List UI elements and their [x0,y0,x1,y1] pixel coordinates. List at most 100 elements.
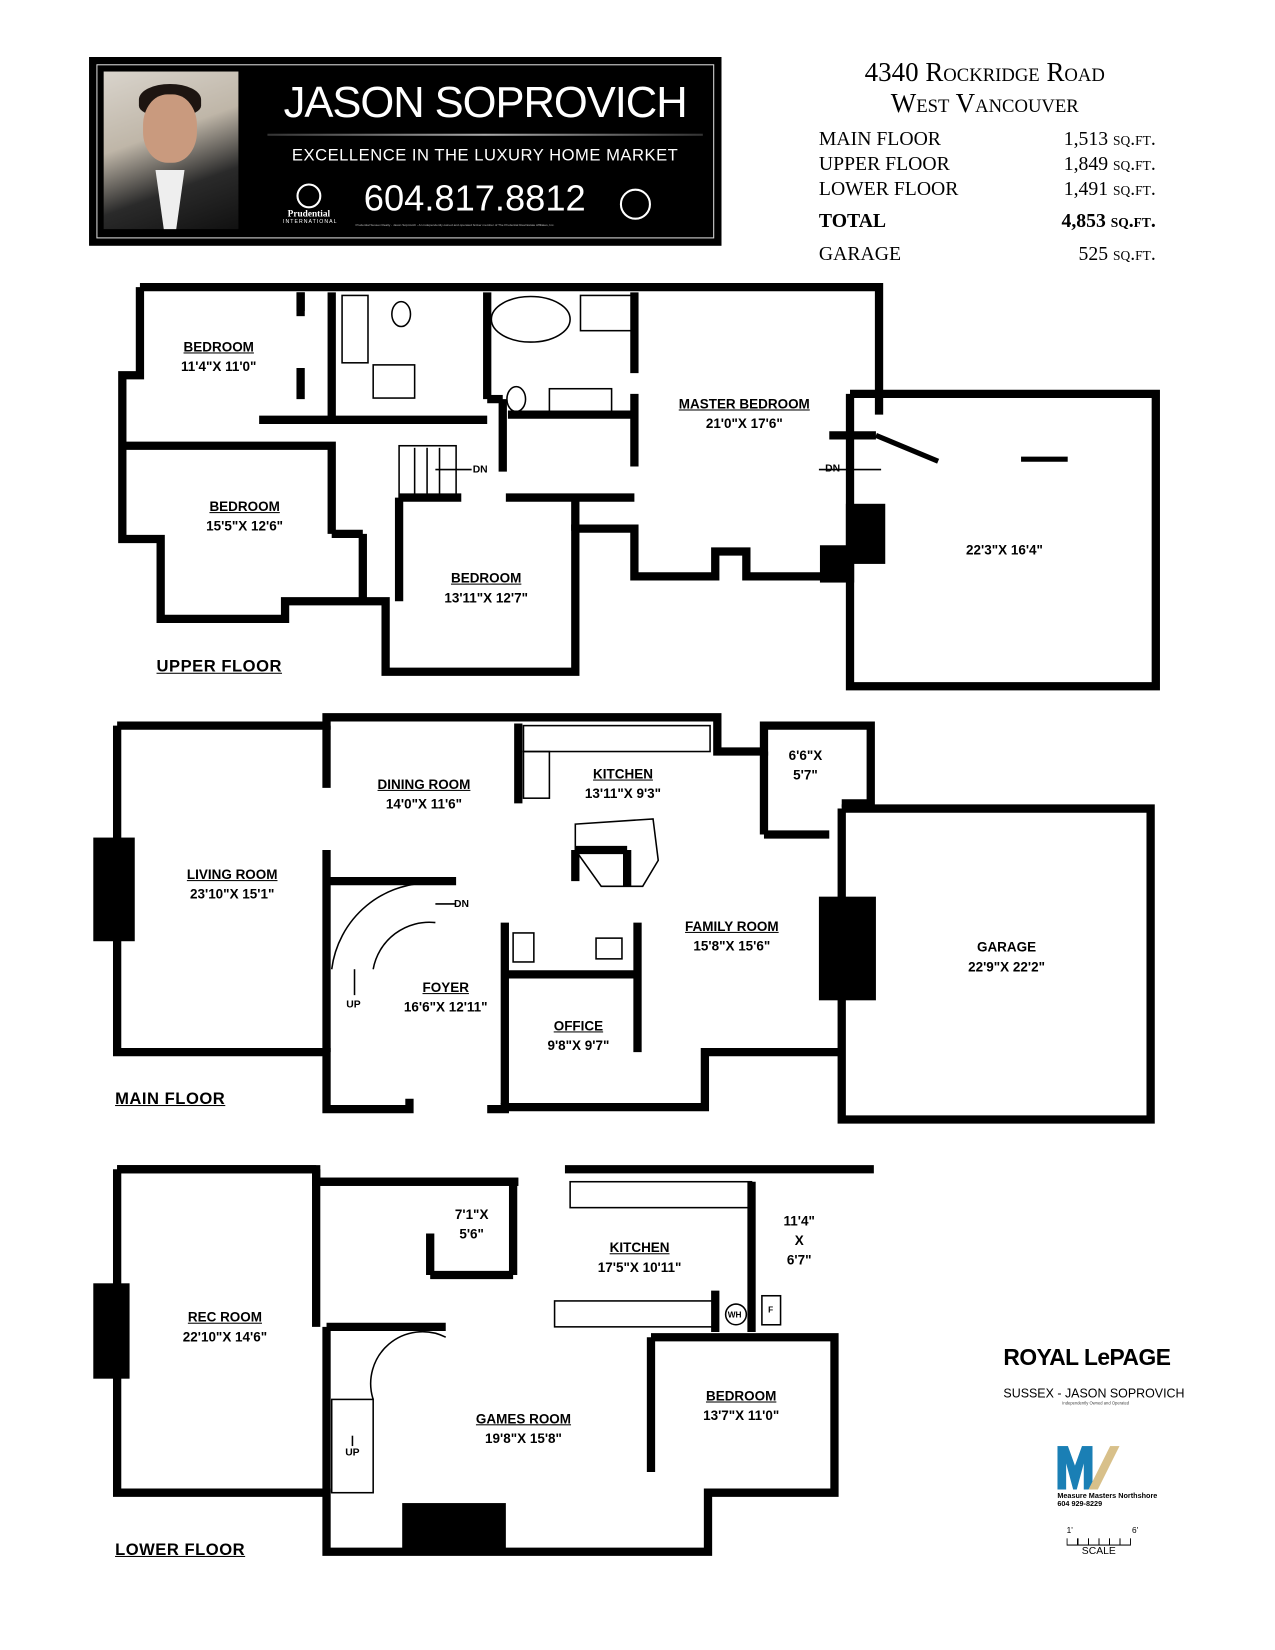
room-label: OFFICE 9'8"X 9'7" [547,1016,609,1055]
main-fixtures [330,724,711,996]
room-name: BEDROOM [705,1388,777,1404]
agent-name: JASON SOPROVICH [283,77,688,127]
agent-banner: JASON SOPROVICH EXCELLENCE IN THE LUXURY… [89,57,722,246]
room-label: 11'4" X 6'7" [784,1211,815,1270]
room-label: KITCHEN 13'11"X 9'3" [585,764,661,803]
room-dims: 13'7"X 11'0" [703,1407,780,1424]
brokerage-sub: INTERNATIONAL [282,218,338,225]
room-name: GARAGE [976,939,1037,955]
room-label: FAMILY ROOM 15'8"X 15'6" [685,916,779,955]
main-floor-walls [93,713,1155,1124]
room-dims: 16'6"X 12'11" [403,999,488,1015]
room-label: BEDROOM 13'7"X 11'0" [703,1386,779,1425]
room-label: MASTER BEDROOM 21'0"X 17'6" [679,394,810,433]
fine-print: Prudential Sussex Realty - Jason Soprovi… [355,222,555,228]
measure-masters-name: Measure Masters Northshore [1057,1492,1158,1500]
floor-title-lower: LOWER FLOOR [115,1541,246,1560]
stair-down-label: DN [454,898,470,911]
room-name: FAMILY ROOM [685,918,779,934]
room-name: MASTER BEDROOM [678,395,810,412]
stair-down-label: DN [825,463,841,475]
area-label: TOTAL [818,210,887,233]
stair-up-label: UP [345,1447,360,1459]
room-name: KITCHEN [609,1239,670,1256]
room-label: GARAGE 22'9"X 22'2" [968,937,1045,976]
scale-start: 1' [1066,1525,1073,1536]
area-label: UPPER FLOOR [818,153,950,176]
room-dims: 5'7" [793,767,818,783]
room-dims: 6'7" [786,1252,812,1268]
room-label: 22'3"X 16'4" [966,540,1043,560]
measure-masters-logo: Measure Masters Northshore 604 929-8229 [1057,1446,1157,1509]
room-name: OFFICE [553,1017,604,1034]
agent-phone: 604.817.8812 [363,178,586,219]
stair-up-label: UP [346,999,361,1011]
room-name: LIVING ROOM [186,866,278,883]
room-name: DINING ROOM [377,776,471,792]
floor-title-upper: UPPER FLOOR [156,658,283,676]
stair-down-label: DN [472,464,488,476]
room-label: BEDROOM 15'5"X 12'6" [206,497,283,536]
area-value: 1,513 sq.ft. [1063,128,1156,151]
room-dims: 17'5"X 10'11" [597,1259,682,1276]
rock-icon [296,183,322,209]
upper-floor-walls [118,282,1160,691]
area-value: 525 sq.ft. [1078,243,1156,266]
room-name: BEDROOM [183,338,254,355]
room-dims: 15'8"X 15'6" [693,938,771,954]
room-dims: 11'4"X 11'0" [181,358,257,375]
room-dims: 22'3"X 16'4" [966,542,1043,558]
room-dims: 23'10"X 15'1" [189,886,275,902]
room-dims: 5'6" [459,1226,484,1242]
tagline: EXCELLENCE IN THE LUXURY HOME MARKET [291,147,679,165]
lower-fixtures [330,1180,782,1494]
room-dims: 13'11"X 12'7" [444,589,528,606]
scale-bar: 1' 6' SCALE [1052,1526,1145,1557]
furnace-label: F [768,1305,774,1315]
measure-masters-mark-icon [1057,1446,1120,1493]
agent-photo [103,71,239,230]
room-dims: 13'11"X 9'3" [584,785,662,802]
area-label: LOWER FLOOR [818,178,959,201]
room-name: REC ROOM [187,1309,263,1325]
brokerage-name: Prudential [287,208,331,219]
room-label: LIVING ROOM 23'10"X 15'1" [187,865,278,904]
room-name: BEDROOM [209,498,280,515]
area-value: 4,853 sq.ft. [1061,210,1156,233]
scale-end: 6' [1131,1525,1139,1536]
room-dims: 21'0"X 17'6" [705,415,783,432]
room-dims: 15'5"X 12'6" [206,518,284,534]
scale-label: SCALE [1081,1545,1116,1557]
room-name: KITCHEN [593,766,653,782]
area-label: MAIN FLOOR [818,128,941,151]
area-value: 1,849 sq.ft. [1063,153,1156,176]
presidents-circle-seal-icon [619,188,651,220]
property-address: 4340 Rockridge Road West Vancouver [798,57,1171,119]
room-dims: 22'9"X 22'2" [968,958,1045,975]
prudential-logo: Prudential INTERNATIONAL [282,183,338,225]
divider [267,133,703,136]
royal-lepage-logo: ROYAL LePAGE SUSSEX - JASON SOPROVICH In… [1003,1330,1188,1406]
royal-lepage-office: SUSSEX - JASON SOPROVICH [1003,1385,1185,1401]
water-heater-label: WH [727,1310,742,1320]
floor-title-main: MAIN FLOOR [115,1090,226,1109]
room-dims: 11'4" [783,1212,815,1229]
room-label: REC ROOM 22'10"X 14'6" [183,1307,267,1346]
room-name: BEDROOM [450,570,522,586]
room-label: BEDROOM 11'4"X 11'0" [181,337,256,376]
room-label: KITCHEN 17'5"X 10'11" [598,1238,682,1277]
area-label: GARAGE [818,243,901,266]
room-dims: 9'8"X 9'7" [547,1037,610,1054]
room-dims: 22'10"X 14'6" [182,1328,268,1345]
royal-lepage-note: Independently Owned and Operated [1062,1400,1130,1406]
room-label: BEDROOM 13'11"X 12'7" [444,568,528,607]
upper-fixtures [341,294,882,499]
lower-floor-walls [93,1165,874,1556]
room-dims: X [794,1232,804,1249]
